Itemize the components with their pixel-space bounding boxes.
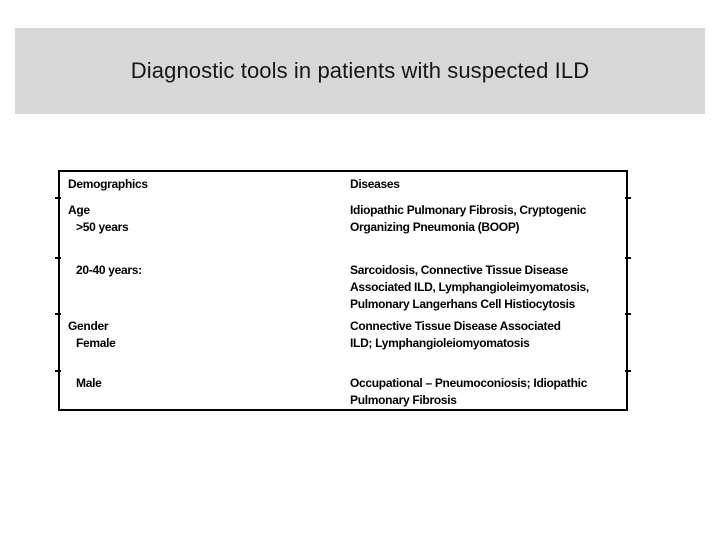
text-line: Organizing Pneumonia (BOOP): [350, 220, 520, 234]
column-header-label: Diseases: [350, 177, 400, 191]
column-header-diseases: Diseases: [350, 172, 626, 197]
row-divider-tick: [625, 313, 631, 315]
text-line: Female: [76, 336, 116, 350]
row-divider-tick: [55, 197, 61, 199]
text-line: Age: [68, 203, 90, 217]
text-line: Gender: [68, 319, 109, 333]
text-line: Idiopathic Pulmonary Fibrosis, Cryptogen…: [350, 203, 587, 217]
row-divider-tick: [625, 197, 631, 199]
row-divider-tick: [625, 370, 631, 372]
diseases-cell: Sarcoidosis, Connective Tissue Disease A…: [350, 257, 626, 313]
row-divider-tick: [55, 370, 61, 372]
slide-title: Diagnostic tools in patients with suspec…: [130, 58, 590, 83]
text-line: Pulmonary Langerhans Cell Histiocytosis: [350, 297, 576, 311]
diagnostic-table: Demographics Diseases Age >50 years Idio…: [55, 170, 631, 411]
demographics-cell: Age >50 years: [60, 197, 350, 257]
diseases-cell: Idiopathic Pulmonary Fibrosis, Cryptogen…: [350, 197, 626, 257]
text-line: Sarcoidosis, Connective Tissue Disease: [350, 263, 568, 277]
diseases-cell: Connective Tissue Disease Associated ILD…: [350, 313, 626, 370]
text-line: ILD; Lymphangioleiomyomatosis: [350, 336, 530, 350]
diseases-cell: Occupational – Pneumoconiosis; Idiopathi…: [350, 370, 626, 409]
row-divider-tick: [55, 313, 61, 315]
title-banner: Diagnostic tools in patients with suspec…: [15, 28, 705, 114]
demographics-cell: 20-40 years:: [60, 257, 350, 313]
text-line: Occupational – Pneumoconiosis; Idiopathi…: [350, 376, 588, 390]
text-line: >50 years: [76, 220, 129, 234]
column-header-demographics: Demographics: [60, 172, 350, 197]
row-divider-tick: [625, 257, 631, 259]
text-line: Associated ILD, Lymphangioleimyomatosis,: [350, 280, 589, 294]
text-line: Connective Tissue Disease Associated: [350, 319, 561, 333]
text-line: Male: [76, 376, 102, 390]
demographics-cell: Gender Female: [60, 313, 350, 370]
text-line: 20-40 years:: [76, 263, 142, 277]
demographics-cell: Male: [60, 370, 350, 409]
text-line: Pulmonary Fibrosis: [350, 393, 457, 407]
row-divider-tick: [55, 257, 61, 259]
column-header-label: Demographics: [68, 177, 148, 191]
